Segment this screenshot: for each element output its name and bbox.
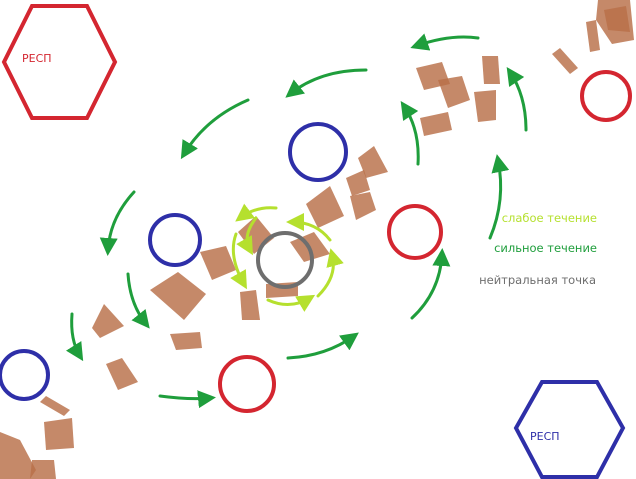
rock	[0, 432, 36, 479]
legend-neutral-point: нейтральная точка	[479, 273, 596, 287]
red-points	[218, 70, 632, 413]
weak-current-arrow	[266, 294, 316, 312]
rock	[438, 76, 470, 108]
legend-weak-current: слабое течение	[502, 211, 597, 225]
strong-current-arrow	[66, 312, 84, 362]
rock	[238, 216, 274, 254]
strong-current-arrow	[410, 33, 480, 51]
blue-point	[0, 349, 50, 401]
neutral-point	[256, 231, 314, 289]
legend-strong-current: сильное течение	[494, 241, 597, 255]
red-point	[387, 204, 443, 260]
weak-current-arrow	[316, 248, 344, 298]
blue-spawn-hexagon	[513, 380, 626, 479]
rock	[586, 20, 600, 52]
red-spawn-label: РЕСП	[22, 52, 52, 65]
blue-spawn-label: РЕСП	[530, 430, 560, 443]
rock	[420, 112, 452, 136]
strong-current-arrow	[99, 190, 136, 256]
strong-current-arrow	[180, 98, 250, 160]
strong-current-arrow	[506, 67, 528, 132]
weak-current-arrow	[286, 213, 332, 242]
strong-current-arrow	[158, 390, 216, 409]
strong-current-arrow	[410, 248, 451, 320]
blue-point	[148, 213, 202, 267]
rock	[552, 48, 578, 74]
strong-current-arrow	[400, 101, 420, 166]
strong-current-arrow	[285, 68, 368, 98]
rock	[350, 192, 376, 220]
rock	[30, 460, 56, 479]
strong-currents	[66, 33, 528, 409]
rock	[40, 396, 70, 416]
rock	[240, 290, 260, 320]
weak-current-arrow	[230, 232, 247, 290]
rock	[482, 56, 500, 84]
strong-current-arrow	[286, 332, 359, 360]
rock	[44, 418, 74, 450]
red-point	[580, 70, 632, 122]
red-spawn-hexagon	[1, 4, 118, 120]
rock	[200, 246, 236, 280]
rock	[150, 272, 206, 320]
blue-point	[288, 122, 348, 182]
weak-currents	[230, 203, 344, 312]
weak-current-arrow	[235, 203, 278, 222]
strong-current-arrow	[488, 154, 510, 240]
red-point	[218, 355, 276, 413]
rock	[106, 358, 138, 390]
rock	[358, 146, 388, 178]
strong-current-arrow	[126, 272, 150, 329]
rock	[170, 332, 202, 350]
rock	[474, 90, 496, 122]
rock	[604, 6, 630, 32]
rock	[306, 186, 344, 228]
blue-points	[0, 122, 348, 401]
weak-current-arrow	[236, 216, 258, 256]
rock	[346, 170, 370, 196]
rock	[92, 304, 124, 338]
